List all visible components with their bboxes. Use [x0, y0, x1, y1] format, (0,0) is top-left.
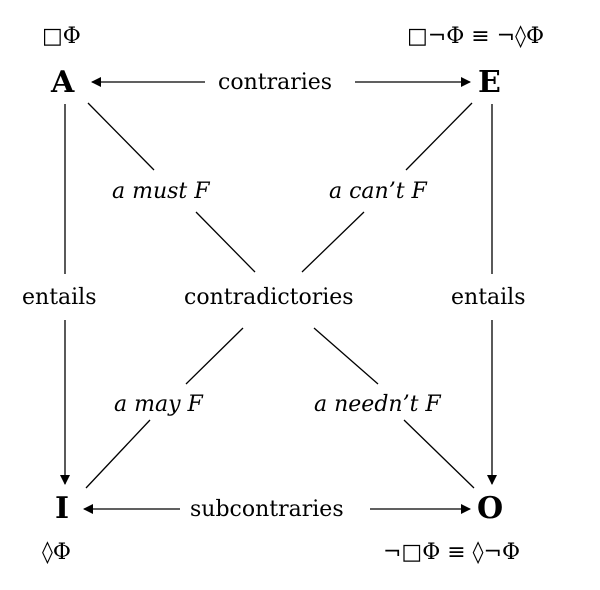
a-neednt-f-label: a needn’t F — [314, 392, 441, 417]
diagonal-a-o-seg4 — [403, 419, 475, 489]
diagonal-e-i-seg2 — [301, 211, 365, 273]
corner-e-formula: □¬Φ ≡ ¬◊Φ — [407, 24, 545, 49]
subcontraries-label: subcontraries — [190, 497, 344, 522]
a-may-f-label: a may F — [114, 392, 203, 417]
diagonal-e-i-seg1 — [405, 102, 473, 171]
right-entails-label: entails — [451, 285, 526, 310]
left-entails-label: entails — [22, 285, 97, 310]
corner-o-letter: O — [477, 491, 504, 526]
diagonal-e-i-seg3 — [185, 327, 244, 385]
diagonal-a-o-seg2 — [195, 211, 256, 273]
diagonal-a-o-seg1 — [87, 102, 155, 171]
contradictories-label: contradictories — [184, 285, 354, 310]
corner-o-formula: ¬□Φ ≡ ◊¬Φ — [383, 540, 521, 565]
corner-a-letter: A — [51, 65, 75, 100]
corner-i-formula: ◊Φ — [42, 540, 71, 565]
corner-i-letter: I — [55, 491, 70, 526]
diagonal-a-o-seg3 — [313, 327, 379, 385]
diagonal-e-i-seg4 — [85, 419, 151, 489]
contraries-label: contraries — [218, 70, 333, 95]
corner-e-letter: E — [478, 65, 501, 100]
corner-a-formula: □Φ — [42, 24, 81, 49]
a-cant-f-label: a can’t F — [329, 179, 427, 204]
a-must-f-label: a must F — [112, 179, 210, 204]
